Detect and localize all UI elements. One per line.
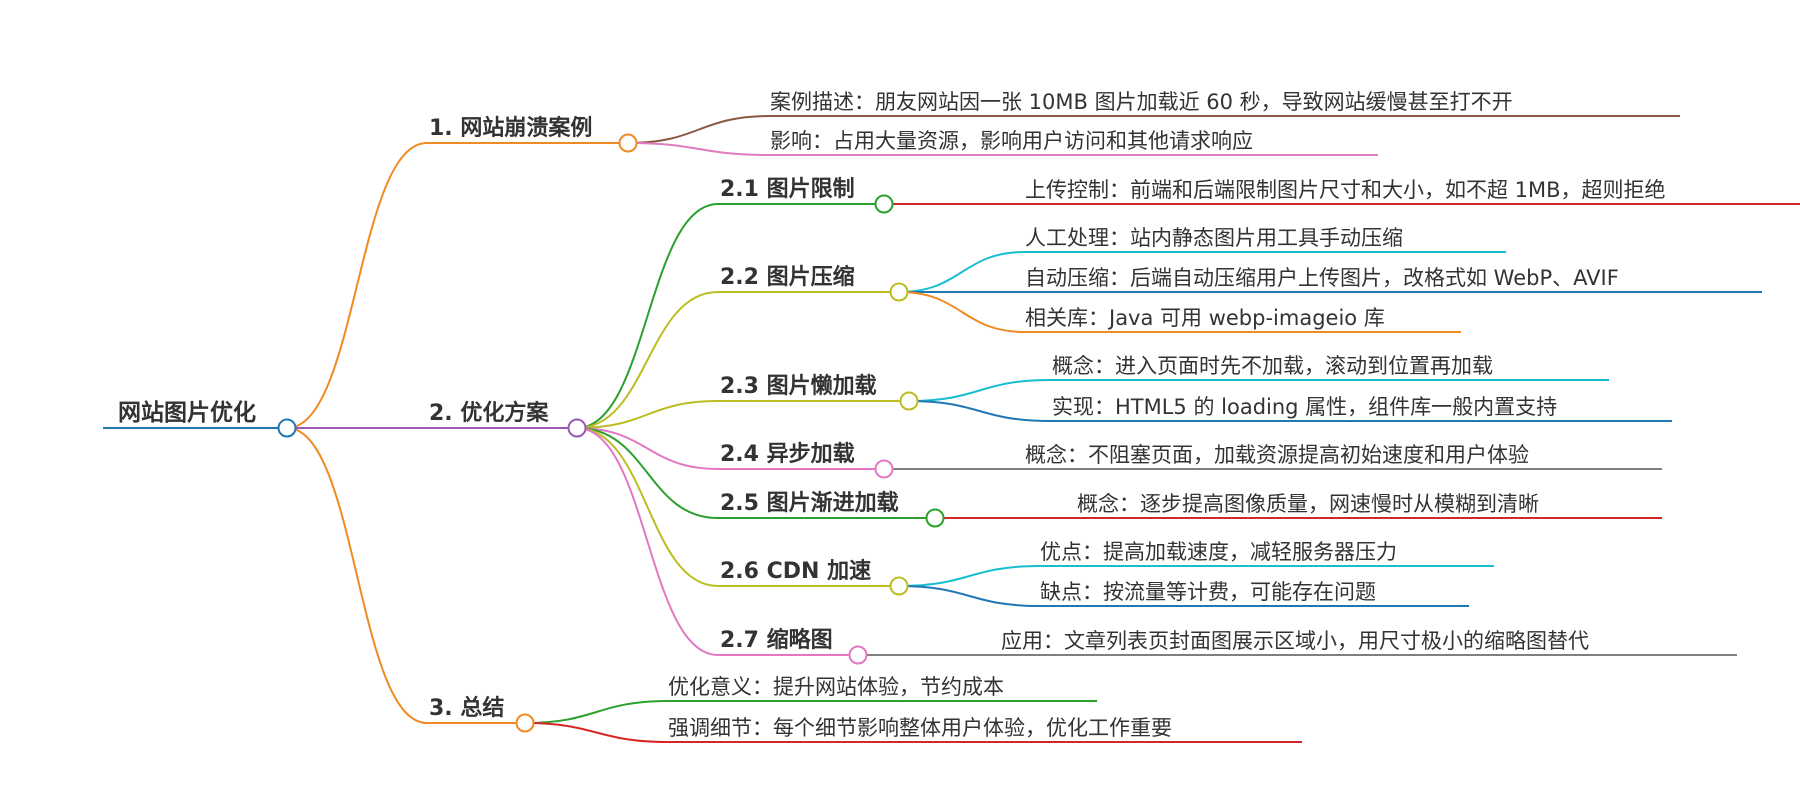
connector-sub-leaf: [908, 400, 1051, 422]
leaf-topic: 实现：HTML5 的 loading 属性，组件库一般内置支持: [1052, 395, 1557, 419]
leaf-topic: 影响：占用大量资源，影响用户访问和其他请求响应: [770, 129, 1253, 153]
connector-branch-sub-7: [576, 427, 719, 656]
connector-branch-sub-3: [576, 400, 719, 429]
leaf-topic: 自动压缩：后端自动压缩用户上传图片，改格式如 WebP、AVIF: [1025, 266, 1619, 290]
leaf-topic: 概念：进入页面时先不加载，滚动到位置再加载: [1052, 354, 1493, 378]
connector-root-branch-1: [286, 142, 428, 429]
subtopic-4: 2.4 异步加载: [720, 441, 855, 467]
subtopic-node-dot-3[interactable]: [899, 391, 919, 411]
leaf-topic: 概念：逐步提高图像质量，网速慢时从模糊到清晰: [1077, 492, 1539, 516]
leaf-topic: 上传控制：前端和后端限制图片尺寸和大小，如不超 1MB，超则拒绝: [1025, 178, 1666, 202]
connector-branch-leaf: [627, 115, 771, 144]
root-topic: 网站图片优化: [118, 399, 256, 426]
leaf-topic: 应用：文章列表页封面图展示区域小，用尺寸极小的缩略图替代: [1001, 629, 1589, 653]
subtopic-node-dot-6[interactable]: [889, 576, 909, 596]
leaf-topic: 案例描述：朋友网站因一张 10MB 图片加载近 60 秒，导致网站缓慢甚至打不开: [770, 90, 1513, 114]
branch-node-dot-3[interactable]: [515, 713, 535, 733]
connector-branch-leaf: [524, 700, 669, 724]
subtopic-node-dot-5[interactable]: [925, 508, 945, 528]
branch-node-dot-2[interactable]: [567, 418, 587, 438]
subtopic-node-dot-7[interactable]: [848, 645, 868, 665]
leaf-topic: 强调细节：每个细节影响整体用户体验，优化工作重要: [668, 716, 1172, 740]
connector-branch-leaf: [524, 722, 669, 743]
connector-branch-sub-6: [576, 427, 719, 587]
subtopic-7: 2.7 缩略图: [720, 627, 833, 653]
subtopic-node-dot-2[interactable]: [889, 282, 909, 302]
connector-branch-leaf: [627, 142, 771, 156]
connector-sub-leaf: [898, 585, 1041, 607]
connector-branch-sub-4: [576, 427, 719, 470]
leaf-topic: 概念：不阻塞页面，加载资源提高初始速度和用户体验: [1025, 443, 1529, 467]
connector-sub-leaf: [908, 379, 1051, 402]
subtopic-1: 2.1 图片限制: [720, 177, 855, 202]
connector-branch-sub-2: [576, 291, 719, 429]
connector-sub-leaf: [898, 251, 1026, 293]
subtopic-node-dot-4[interactable]: [874, 459, 894, 479]
branch-topic-3: 3. 总结: [429, 695, 504, 721]
subtopic-2: 2.2 图片压缩: [720, 264, 855, 290]
subtopic-5: 2.5 图片渐进加载: [720, 490, 899, 516]
leaf-topic: 相关库：Java 可用 webp-imageio 库: [1025, 306, 1385, 330]
branch-topic-2: 2. 优化方案: [429, 400, 549, 426]
connector-sub-leaf: [898, 565, 1041, 587]
leaf-topic: 优化意义：提升网站体验，节约成本: [668, 675, 1004, 699]
leaf-topic: 缺点：按流量等计费，可能存在问题: [1040, 580, 1376, 604]
root-node-dot[interactable]: [277, 418, 297, 438]
subtopic-node-dot-1[interactable]: [874, 194, 894, 214]
connector-sub-leaf: [898, 291, 1026, 333]
leaf-topic: 人工处理：站内静态图片用工具手动压缩: [1025, 226, 1403, 250]
subtopic-6: 2.6 CDN 加速: [720, 558, 871, 584]
leaf-topic: 优点：提高加载速度，减轻服务器压力: [1040, 540, 1397, 564]
branch-topic-1: 1. 网站崩溃案例: [429, 115, 592, 141]
connector-branch-sub-1: [576, 203, 719, 429]
connector-root-branch-3: [286, 427, 428, 724]
connector-branch-sub-5: [576, 427, 719, 519]
branch-node-dot-1[interactable]: [618, 133, 638, 153]
subtopic-3: 2.3 图片懒加载: [720, 373, 877, 399]
